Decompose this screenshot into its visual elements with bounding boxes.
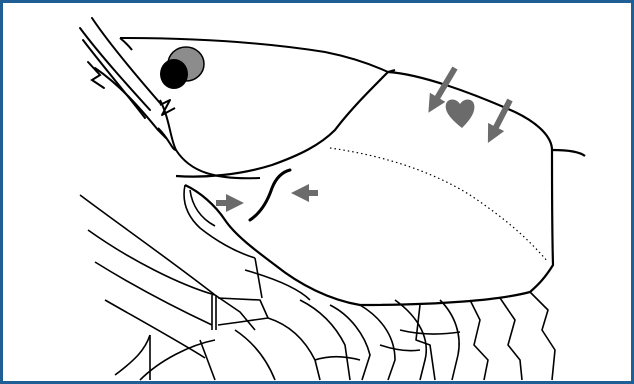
antenna-strands — [80, 18, 166, 138]
dotted-groove — [330, 148, 548, 262]
annotation-arrows — [216, 68, 510, 203]
heart-shape — [446, 100, 475, 129]
eye — [160, 47, 204, 89]
head-outline — [120, 38, 388, 178]
eye-inner — [160, 59, 188, 89]
lower-appendages — [80, 185, 555, 380]
carapace-outline — [176, 70, 585, 305]
crustacean-diagram — [3, 3, 631, 381]
